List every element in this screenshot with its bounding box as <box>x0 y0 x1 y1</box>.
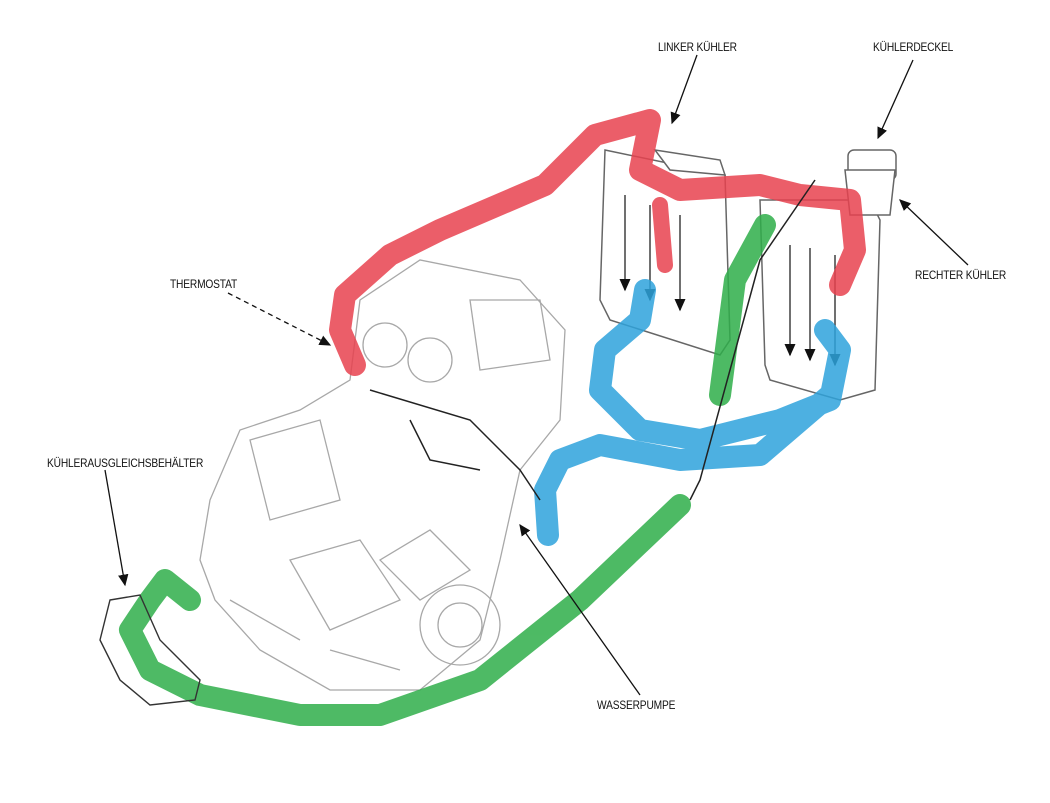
label-radiator-cap: KÜHLERDECKEL <box>873 40 954 54</box>
reserve-coolant-path <box>119 214 776 726</box>
flow-arrows <box>619 195 841 367</box>
engine-outline <box>199 259 566 691</box>
hose-lines <box>369 179 816 501</box>
hot-coolant-branch <box>652 197 673 273</box>
label-reserve-tank: KÜHLERAUSGLEICHSBEHÄLTER <box>47 456 204 470</box>
label-water-pump: WASSERPUMPE <box>597 698 676 712</box>
label-left-radiator: LINKER KÜHLER <box>658 40 737 54</box>
reserve-tank-outline <box>99 594 201 706</box>
hot-coolant-path <box>329 109 866 376</box>
label-thermostat: THERMOSTAT <box>170 277 238 291</box>
cold-coolant-path <box>534 279 851 546</box>
label-right-radiator: RECHTER KÜHLER <box>915 268 1007 282</box>
leader-lines <box>104 54 969 696</box>
